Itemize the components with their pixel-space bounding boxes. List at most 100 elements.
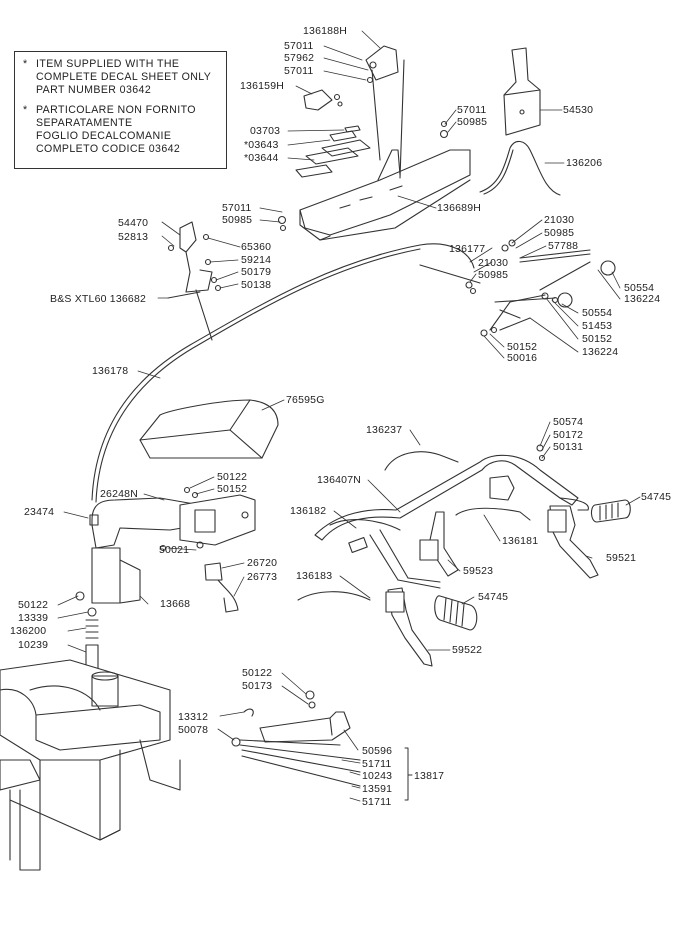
label-57962: 57962 (284, 52, 314, 64)
label-136182: 136182 (290, 505, 326, 517)
note-line: PART NUMBER 03642 (36, 84, 152, 97)
dashboard-housing (299, 59, 471, 241)
label-03703: 03703 (250, 125, 280, 137)
label-50574: 50574 (553, 416, 583, 428)
label-52813: 52813 (118, 231, 148, 243)
handlebar (314, 454, 589, 589)
note-line: COMPLETO CODICE 03642 (36, 143, 181, 156)
label-50179: 50179 (241, 266, 271, 278)
label-13668: 13668 (160, 598, 190, 610)
label-50016: 50016 (507, 352, 537, 364)
cable-136178 (91, 243, 475, 501)
label-21030: 21030 (478, 257, 508, 269)
label-50021: 50021 (159, 544, 189, 556)
label-26720: 26720 (247, 557, 277, 569)
label-03644: *03644 (244, 152, 278, 164)
cover-76595G (139, 399, 279, 459)
label-50985: 50985 (457, 116, 487, 128)
label-50985: 50985 (544, 227, 574, 239)
note-line: *ITEM SUPPLIED WITH THE (23, 58, 180, 70)
label-54745: 54745 (478, 591, 508, 603)
label-136224: 136224 (582, 346, 618, 358)
label-57788: 57788 (548, 240, 578, 252)
lever-59521 (547, 505, 599, 579)
label-54745: 54745 (641, 491, 671, 503)
label-50985: 50985 (222, 214, 252, 226)
label-10243: 10243 (362, 770, 392, 782)
label-59522: 59522 (452, 644, 482, 656)
left-lever-bracket (167, 221, 222, 341)
note-line: *PARTICOLARE NON FORNITO (23, 103, 196, 116)
lever-59523 (419, 511, 459, 577)
label-136237: 136237 (366, 424, 402, 436)
label-57011: 57011 (222, 202, 251, 214)
label-57011: 57011 (457, 104, 486, 116)
throttle-control (503, 47, 541, 136)
label-26773: 26773 (247, 571, 277, 583)
label-59214: 59214 (241, 254, 271, 266)
label-51711: 51711 (362, 758, 391, 770)
label-136183: 136183 (296, 570, 332, 582)
decal-note-box: *ITEM SUPPLIED WITH THE COMPLETE DECAL S… (14, 51, 227, 169)
label-50152: 50152 (217, 483, 247, 495)
label-136181: 136181 (502, 535, 538, 547)
label-13339: 13339 (18, 612, 48, 624)
label-50122: 50122 (242, 667, 272, 679)
label-136178: 136178 (92, 365, 128, 377)
leader-lines (57, 30, 641, 802)
small-brackets (303, 45, 399, 111)
label-50122: 50122 (18, 599, 48, 611)
label-50554: 50554 (624, 282, 654, 294)
label-50138: 50138 (241, 279, 271, 291)
label-136206: 136206 (566, 157, 602, 169)
label-136188H: 136188H (303, 25, 347, 37)
steering-column (89, 494, 256, 549)
label-57011: 57011 (284, 65, 313, 77)
grip-54745-bottom (434, 595, 478, 631)
label-26248N: 26248N (100, 488, 138, 500)
label-136159H: 136159H (240, 80, 284, 92)
label-65360: 65360 (241, 241, 271, 253)
label-51453: 51453 (582, 320, 612, 332)
label-51711: 51711 (362, 796, 391, 808)
label-50596: 50596 (362, 745, 392, 757)
note-line: FOGLIO DECALCOMANIE (36, 130, 172, 143)
grip-54745-top (590, 499, 631, 523)
label-03643: *03643 (244, 139, 278, 151)
label-57011: 57011 (284, 40, 313, 52)
label-23474: 23474 (24, 506, 54, 518)
label-136200: 136200 (10, 625, 46, 637)
label-13591: 13591 (362, 783, 392, 795)
label-50131: 50131 (553, 441, 583, 453)
label-136177: 136177 (449, 243, 485, 255)
note-line: SEPARATAMENTE (36, 116, 133, 129)
label-13312: 13312 (178, 711, 208, 723)
label-54530: 54530 (563, 104, 593, 116)
label-76595G: 76595G (286, 394, 325, 406)
chassis-frame (0, 659, 181, 871)
label-21030: 21030 (544, 214, 574, 226)
label-50078: 50078 (178, 724, 208, 736)
label-10239: 10239 (18, 639, 48, 651)
label-50985: 50985 (478, 269, 508, 281)
pedal-assembly (231, 690, 361, 787)
label-136682: B&S XTL60 136682 (50, 293, 146, 305)
label-59523: 59523 (463, 565, 493, 577)
decal-plates (295, 125, 371, 178)
column-post (75, 547, 141, 671)
label-136689H: 136689H (437, 202, 481, 214)
label-50172: 50172 (553, 429, 583, 441)
label-59521: 59521 (606, 552, 636, 564)
label-136224: 136224 (624, 293, 660, 305)
label-50152: 50152 (582, 333, 612, 345)
label-13817: 13817 (414, 770, 444, 782)
label-54470: 54470 (118, 217, 148, 229)
label-50122: 50122 (217, 471, 247, 483)
note-line: COMPLETE DECAL SHEET ONLY (36, 71, 212, 84)
label-50554: 50554 (582, 307, 612, 319)
right-linkage (480, 249, 616, 337)
label-50152: 50152 (507, 341, 537, 353)
part-labels: 136188H 57011 57962 57011 136159H 03703 … (10, 25, 671, 808)
